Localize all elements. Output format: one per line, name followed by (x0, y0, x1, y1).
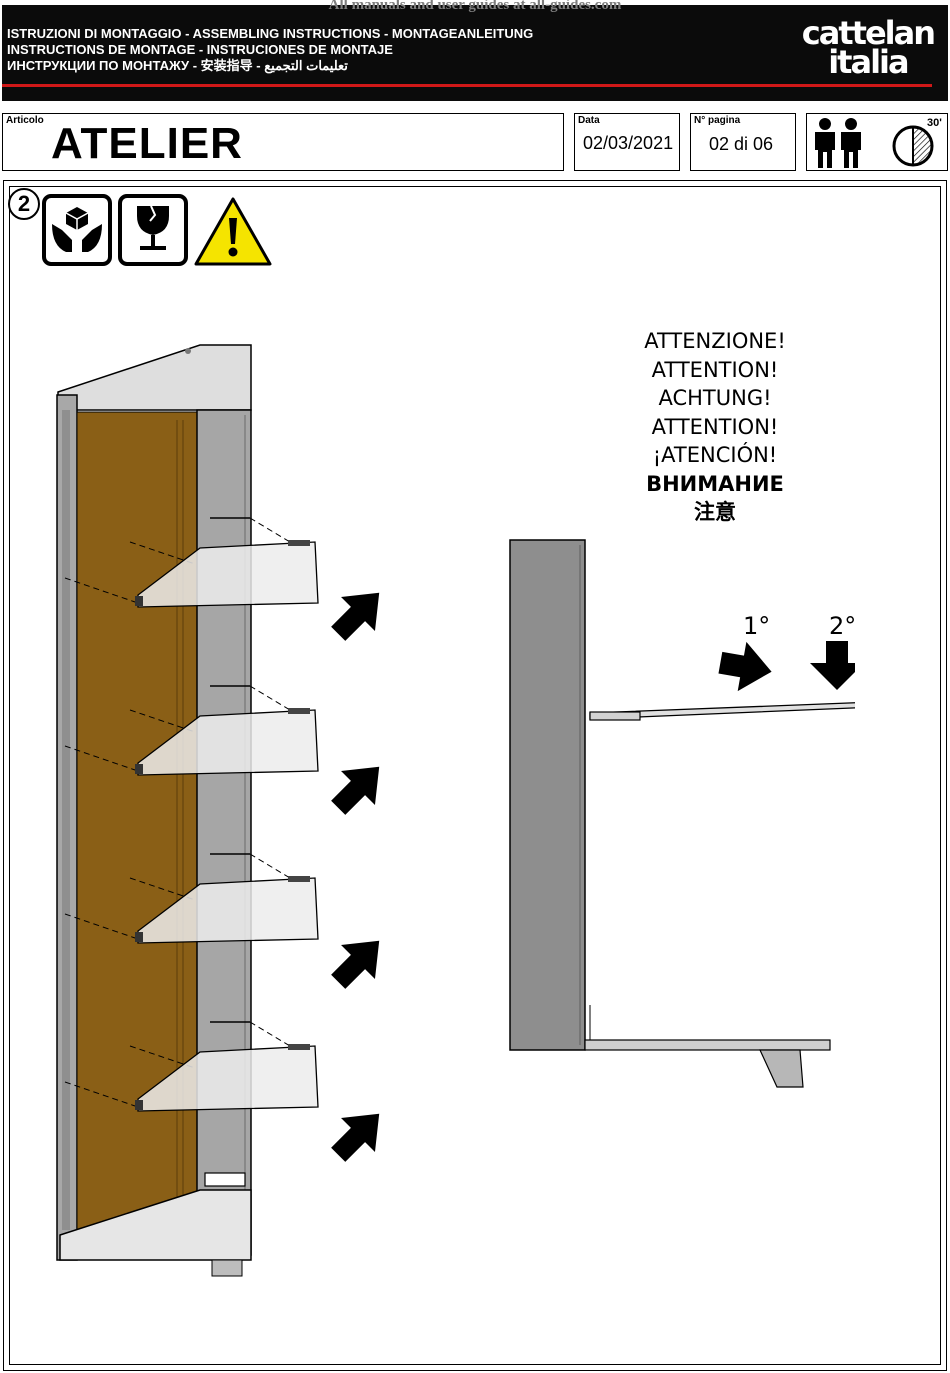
arrow-insert-icon (331, 592, 380, 641)
watermark-text: All manuals and user guides at all-guide… (328, 0, 622, 13)
arrow-insert-icon (331, 940, 380, 989)
warning-line-de: ACHTUNG! (658, 386, 772, 410)
arrow-insert-icon (331, 766, 380, 815)
requirements-box: 30' (806, 113, 948, 171)
warning-line-es: ¡ATENCIÓN! (652, 443, 778, 467)
header-line-2: INSTRUCTIONS DE MONTAGE - INSTRUCIONES D… (7, 42, 393, 57)
article-box: Articolo ATELIER (2, 113, 564, 171)
page-label: N° pagina (694, 115, 741, 126)
glass-shelf (64, 685, 319, 776)
order-label-first: 1° (743, 612, 771, 640)
order-label-second: 2° (829, 612, 857, 640)
warning-triangle-icon (194, 197, 272, 266)
header-line-3: ИНСТРУКЦИИ ПО МОНТАЖУ - 安装指导 - تعليمات ا… (7, 58, 348, 73)
glass-shelf (64, 517, 319, 608)
article-title: ATELIER (51, 119, 243, 168)
arrow-down-icon (810, 641, 855, 690)
assembly-time-clock-icon (892, 125, 934, 167)
fragile-glass-icon (118, 194, 188, 266)
glass-shelf (64, 1021, 319, 1112)
arrow-insert-icon (331, 1113, 380, 1162)
brand-logo: cattelan italia (801, 14, 936, 81)
page-box: N° pagina 02 di 06 (690, 113, 796, 171)
date-box: Data 02/03/2021 (574, 113, 680, 171)
glass-shelf (64, 853, 319, 944)
arrow-left-icon (718, 641, 772, 692)
header-red-rule (2, 84, 932, 87)
date-label: Data (578, 115, 600, 126)
step-frame-inner (9, 186, 941, 1365)
article-label: Articolo (6, 115, 44, 126)
warning-line-it: ATTENZIONE! (644, 329, 786, 353)
header-line-1: ISTRUZIONI DI MONTAGGIO - ASSEMBLING INS… (7, 26, 534, 41)
step-number: 2 (8, 188, 40, 220)
warning-line-zh: 注意 (694, 500, 736, 524)
date-value: 02/03/2021 (583, 133, 674, 153)
warning-line-fr: ATTENTION! (651, 414, 779, 439)
warning-text-block: ATTENZIONE! ATTENTION! ACHTUNG! ATTENTIO… (600, 327, 830, 527)
step-frame (3, 180, 947, 1371)
assembly-time-label: 30' (927, 117, 942, 129)
warning-line-ru: ВНИМАНИЕ (646, 471, 784, 496)
document-header: ISTRUZIONI DI MONTAGGIO - ASSEMBLING INS… (2, 5, 948, 101)
two-persons-icon (815, 118, 861, 168)
brand-logo-line-1: cattelan (801, 14, 936, 52)
handle-with-care-icon (42, 194, 112, 266)
cabinet-shelves-drawing (56, 344, 380, 1277)
section-detail-drawing (509, 539, 855, 1088)
brand-logo-line-2: italia (828, 43, 909, 81)
warning-line-en: ATTENTION! (651, 357, 779, 382)
page-value: 02 di 06 (709, 134, 774, 154)
